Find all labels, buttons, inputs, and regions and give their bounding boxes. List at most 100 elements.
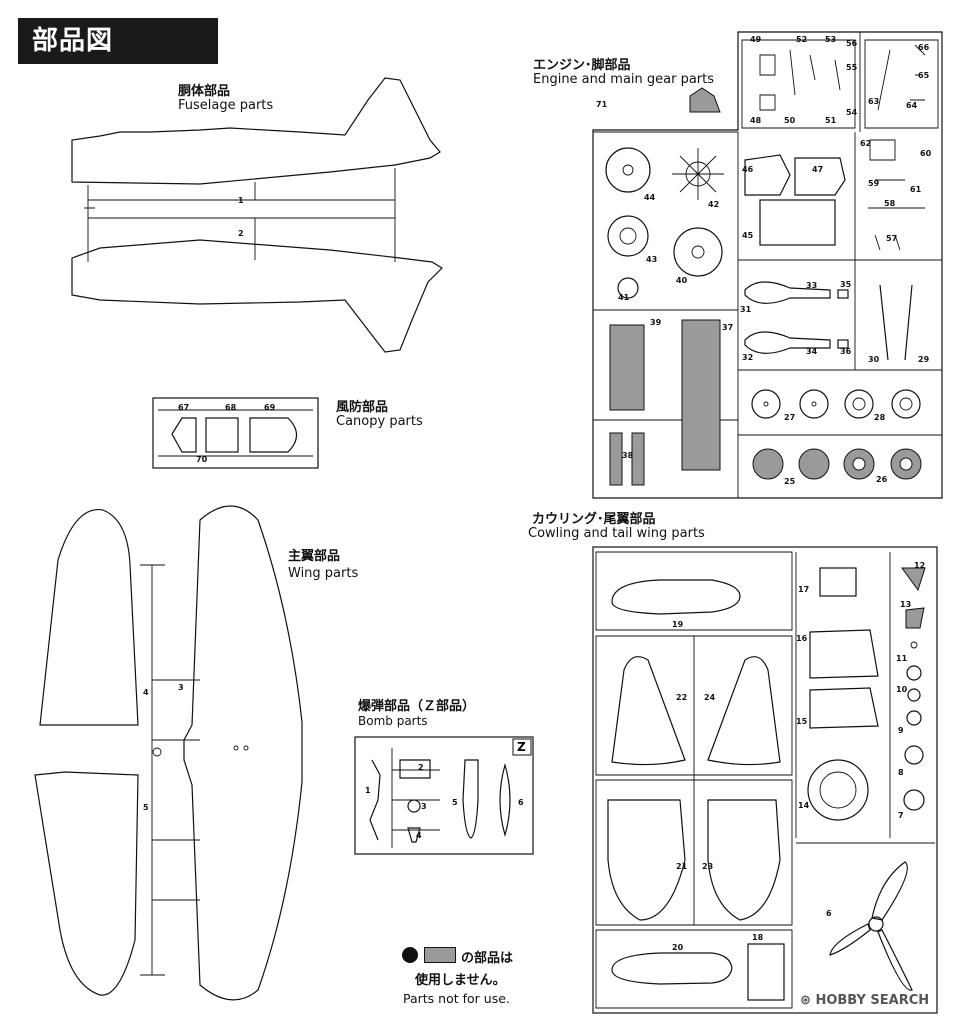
cowl-part-12-label: 12: [914, 561, 925, 570]
engine-part-71-label: 71: [596, 100, 608, 109]
bomb-part-2-label: 2: [418, 763, 424, 772]
wing-label-jp: 主翼部品: [288, 549, 341, 564]
engine-part-66-label: 66: [918, 43, 930, 52]
bomb-label-jp: 爆弾部品（Ｚ部品）: [358, 699, 476, 714]
part-3-label: 3: [178, 683, 184, 692]
engine-part-37-label: 37: [722, 323, 733, 332]
part-5-label: 5: [143, 803, 149, 812]
part-68-label: 68: [225, 403, 237, 412]
engine-part-45-label: 45: [742, 231, 754, 240]
engine-part-61-label: 61: [910, 185, 922, 194]
fuselage-label-jp: 胴体部品: [178, 84, 231, 99]
engine-part-40-label: 40: [676, 276, 688, 285]
cowl-part-17-label: 17: [798, 585, 809, 594]
part-70-label: 70: [196, 455, 208, 464]
page-title: 部品図 Parts: [18, 18, 218, 102]
legend-en: Parts not for use.: [403, 991, 510, 1006]
engine-part-35-label: 35: [840, 280, 852, 289]
cowl-part-11-label: 11: [896, 654, 908, 663]
engine-part-48-label: 48: [750, 116, 762, 125]
cowl-part-15-label: 15: [796, 717, 808, 726]
bomb-sprue-letter: Z: [517, 740, 526, 754]
engine-part-26-label: 26: [876, 475, 888, 484]
engine-part-54-label: 54: [846, 108, 858, 117]
engine-part-52-label: 52: [796, 35, 807, 44]
legend-gray-swatch: [424, 947, 456, 963]
engine-part-57-label: 57: [886, 234, 897, 243]
engine-part-64-label: 64: [906, 101, 918, 110]
cowl-part-13-label: 13: [900, 600, 911, 609]
wing-sprue: 4 3 5: [34, 505, 303, 1001]
engine-part-30-label: 30: [868, 355, 880, 364]
cowl-part-8-label: 8: [898, 768, 904, 777]
engine-part-50-label: 50: [784, 116, 796, 125]
wing-label-en: Wing parts: [288, 566, 359, 581]
engine-part-59-label: 59: [868, 179, 880, 188]
bomb-part-4-label: 4: [416, 831, 422, 840]
cowl-part-18-label: 18: [752, 933, 764, 942]
cowl-part-21-label: 21: [676, 862, 688, 871]
engine-part-47-label: 47: [812, 165, 823, 174]
engine-part-27-label: 27: [784, 413, 795, 422]
cowl-part-9-label: 9: [898, 726, 904, 735]
part-1-label: 1: [238, 196, 244, 205]
engine-part-53-label: 53: [825, 35, 836, 44]
engine-part-55-label: 55: [846, 63, 858, 72]
engine-part-43-label: 43: [646, 255, 657, 264]
engine-part-62-label: 62: [860, 139, 871, 148]
engine-part-44-label: 44: [644, 193, 656, 202]
engine-part-42-label: 42: [708, 200, 719, 209]
bomb-label-en: Bomb parts: [358, 714, 428, 728]
engine-part-56-label: 56: [846, 39, 858, 48]
part-67-label: 67: [178, 403, 189, 412]
engine-part-58-label: 58: [884, 199, 896, 208]
part-4-label: 4: [143, 688, 149, 697]
engine-part-63-label: 63: [868, 97, 879, 106]
cowl-part-6-label: 6: [826, 909, 832, 918]
watermark-logo-icon: ⊛: [800, 993, 811, 1008]
engine-label-jp: エンジン･脚部品: [533, 58, 631, 73]
bomb-part-3-label: 3: [421, 802, 427, 811]
canopy-label-en: Canopy parts: [336, 414, 423, 429]
cowl-part-20-label: 20: [672, 943, 684, 952]
part-2-label: 2: [238, 229, 244, 238]
engine-part-31-label: 31: [740, 305, 752, 314]
cowl-part-7-label: 7: [898, 811, 904, 820]
bomb-part-1-label: 1: [365, 786, 371, 795]
canopy-label-jp: 風防部品: [336, 400, 389, 415]
part-69-label: 69: [264, 403, 276, 412]
engine-part-51-label: 51: [825, 116, 837, 125]
engine-sprue: 71: [592, 31, 943, 499]
canopy-sprue: 67 68 69 70: [152, 397, 319, 469]
cowl-part-24-label: 24: [704, 693, 716, 702]
engine-part-60-label: 60: [920, 149, 932, 158]
engine-part-33-label: 33: [806, 281, 817, 290]
cowl-part-14-label: 14: [798, 801, 810, 810]
engine-part-46-label: 46: [742, 165, 754, 174]
fuselage-label-en: Fuselage parts: [178, 98, 274, 113]
legend-line1: の部品は: [461, 951, 514, 966]
fuselage-sprue: 1 2: [71, 77, 443, 353]
engine-part-29-label: 29: [918, 355, 930, 364]
engine-part-41-label: 41: [618, 293, 630, 302]
legend-dot: [402, 947, 418, 963]
engine-part-38-label: 38: [622, 451, 634, 460]
cowling-sprue: 19 22 24 21 23 20 18 17 16 15 14 12 13 1…: [592, 546, 938, 1014]
engine-part-32-label: 32: [742, 353, 753, 362]
legend-line2: 使用しません。: [415, 973, 506, 988]
bomb-sprue: Z 1 2 3 4 5 6: [354, 736, 534, 855]
cowling-label-jp: カウリング･尾翼部品: [532, 512, 656, 527]
engine-part-49-label: 49: [750, 35, 762, 44]
engine-part-28-label: 28: [874, 413, 886, 422]
engine-label-en: Engine and main gear parts: [533, 72, 715, 87]
cowl-part-23-label: 23: [702, 862, 713, 871]
bomb-part-6-label: 6: [518, 798, 524, 807]
watermark: ⊛ HOBBY SEARCH: [800, 993, 929, 1008]
cowl-part-10-label: 10: [896, 685, 908, 694]
cowl-part-22-label: 22: [676, 693, 687, 702]
cowling-label-en: Cowling and tail wing parts: [528, 526, 705, 541]
engine-part-34-label: 34: [806, 347, 818, 356]
engine-part-39-label: 39: [650, 318, 662, 327]
engine-part-65-label: 65: [918, 71, 930, 80]
